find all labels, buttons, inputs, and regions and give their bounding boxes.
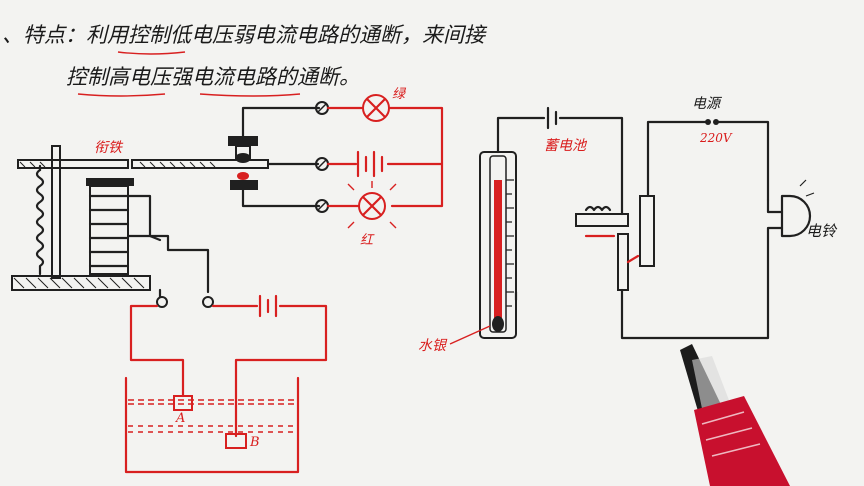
terminal-marks — [317, 103, 327, 211]
water-surface — [128, 399, 296, 405]
switch-armature — [639, 195, 655, 267]
hv-wire-top-left — [646, 120, 708, 198]
pen-body — [694, 396, 790, 486]
red-lamp-label: 红 — [360, 233, 375, 248]
battery-label: 蓄电池 — [544, 138, 588, 154]
relay-diagram: 衔铁 绿 — [11, 87, 444, 474]
underline-2 — [77, 93, 166, 97]
electrode-b-label: B — [249, 435, 260, 450]
base-hatch — [13, 277, 145, 289]
electrode-a-box — [173, 395, 193, 411]
coil-lead-2 — [126, 234, 210, 294]
bottom-contact — [230, 180, 258, 190]
top-contact — [228, 136, 258, 146]
pen-grip — [701, 411, 761, 457]
lamp-bulb-icon — [358, 192, 386, 220]
switch-spark — [626, 254, 640, 264]
wire-top — [241, 106, 321, 138]
wire-right-rail — [388, 106, 444, 208]
mercury-pointer — [449, 325, 491, 345]
battery-mid — [356, 150, 384, 178]
thermo-wire-right — [558, 116, 624, 216]
spring — [35, 168, 45, 276]
thermometer-scale — [506, 179, 514, 307]
electromagnet-core — [575, 213, 629, 227]
mercury-label: 水银 — [418, 338, 448, 354]
mercury-bulb — [492, 316, 504, 332]
hv-wire-top-right — [716, 120, 770, 202]
pivot-post — [51, 145, 61, 279]
core-body — [89, 185, 129, 275]
notes-line-2: 控制高电压强电流电路的通断。 — [66, 65, 360, 89]
thermo-wire-top — [496, 116, 546, 154]
lamp-bulb-icon — [362, 94, 390, 122]
power-terminal-1 — [705, 119, 711, 125]
switch-contact — [617, 233, 629, 291]
iron-label: 衔铁 — [94, 140, 124, 156]
electrode-b-box — [225, 433, 247, 449]
core-top — [86, 178, 134, 186]
lamp-rays — [347, 181, 397, 229]
lamp-green: 绿 — [362, 87, 407, 122]
armature-left — [17, 159, 129, 169]
top-contact-tip — [235, 153, 251, 163]
relay-base — [11, 275, 151, 291]
lamp-cross — [361, 195, 383, 217]
bottom-contact-tip — [237, 172, 249, 180]
power-terminal-2 — [713, 119, 719, 125]
control-wire-right — [234, 304, 328, 438]
power-label: 电源 — [692, 96, 723, 112]
coil-windings — [88, 194, 130, 268]
notes-line-1: 、特点：利用控制低电压弱电流电路的通断，来间接 — [2, 23, 488, 47]
notes: 、特点：利用控制低电压弱电流电路的通断，来间接 控制高电压强电流电路的通断。 — [2, 23, 488, 97]
mercury-column — [494, 180, 502, 330]
electromagnet-coil — [584, 205, 612, 212]
lamp-red: 红 — [347, 181, 397, 248]
voltage-label: 220V — [699, 131, 733, 145]
bell-label: 电铃 — [806, 222, 838, 240]
electrode-a-label: A — [175, 411, 185, 426]
control-terminal-2 — [202, 296, 214, 308]
thermostat-diagram: 水银 蓄电池 电源 220V 电铃 — [418, 96, 838, 354]
underline-3 — [199, 93, 301, 97]
green-lamp-label: 绿 — [392, 87, 407, 102]
armature-hatch — [19, 161, 216, 168]
hv-wire-bottom — [620, 226, 784, 340]
bell-lead-top — [766, 198, 784, 214]
water-tank — [124, 376, 300, 474]
bell-sound-marks — [799, 179, 815, 197]
control-wire-left — [129, 304, 185, 398]
coil-lead-1 — [126, 194, 162, 242]
bell-icon — [780, 194, 812, 238]
water-level-2 — [128, 425, 296, 433]
wire-bottom — [241, 188, 321, 208]
control-terminal-1 — [156, 296, 168, 308]
underline-1 — [117, 51, 186, 55]
pen-icon — [680, 344, 790, 486]
lamp-cross — [365, 97, 387, 119]
